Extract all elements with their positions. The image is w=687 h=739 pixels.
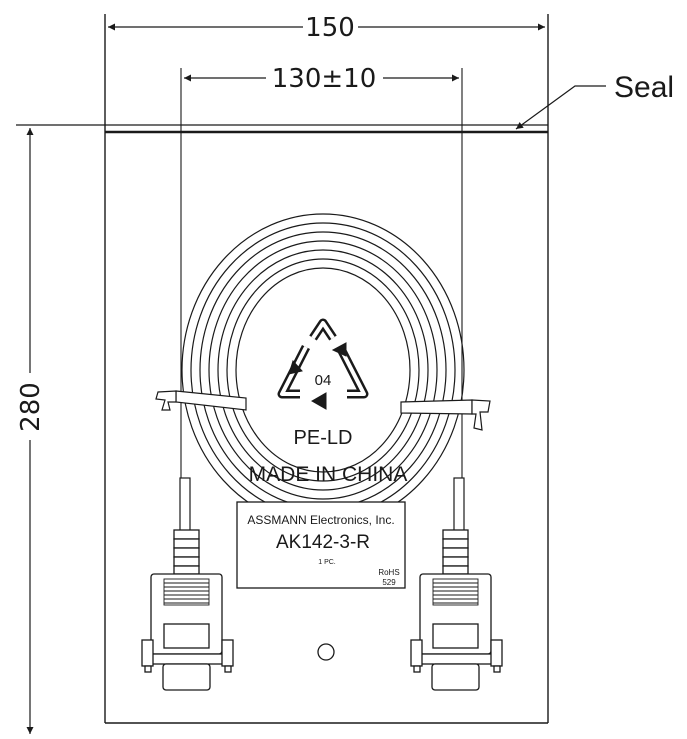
label-part-number: AK142-3-R: [276, 532, 370, 553]
label-quantity: 1 PC.: [318, 559, 336, 566]
thumbscrew-left-a: [141, 639, 154, 667]
material-label: PE-LD: [294, 427, 353, 449]
dimension-cable-width: 130±10: [180, 64, 463, 640]
label-rohs: RoHS: [378, 568, 399, 577]
thumbscrew-right-b: [490, 639, 503, 667]
recycle-arrows-icon: [277, 318, 369, 410]
origin-label: MADE IN CHINA: [249, 463, 408, 486]
label-rohs-code: 529: [382, 578, 396, 587]
strain-relief-left: [173, 529, 200, 575]
dimension-overall-width: 150: [108, 13, 545, 43]
connector-grip-left: [163, 578, 210, 606]
seal-leader-line: [515, 85, 606, 130]
connector-grip-right: [432, 578, 479, 606]
connector-window-right: [432, 623, 479, 649]
connector-left: [141, 529, 234, 691]
dimension-label-130: 130±10: [272, 64, 377, 94]
seal-callout: Seal: [515, 71, 674, 130]
hang-hole: [317, 643, 335, 661]
connector-right: [410, 529, 503, 691]
connector-shell-left: [162, 663, 211, 691]
dimension-label-150: 150: [305, 13, 355, 43]
thumbscrew-right-a: [410, 639, 423, 667]
connector-flange-right: [418, 653, 493, 665]
seal-label: Seal: [614, 71, 674, 104]
cable-coil: [181, 213, 465, 527]
cable-tie-left: [155, 390, 247, 411]
cable-tie-right: [400, 399, 491, 431]
connector-flange-left: [149, 653, 224, 665]
recycling-code: 04: [315, 372, 332, 389]
product-label: ASSMANN Electronics, Inc. AK142-3-R 1 PC…: [236, 501, 406, 589]
recycling-symbol: 04: [277, 318, 369, 410]
connector-shell-right: [431, 663, 480, 691]
thumbscrew-left-b: [221, 639, 234, 667]
label-manufacturer: ASSMANN Electronics, Inc.: [247, 513, 394, 527]
strain-relief-right: [442, 529, 469, 575]
product-label-box: [236, 501, 406, 589]
dimension-label-280: 280: [16, 382, 46, 432]
connector-window-left: [163, 623, 210, 649]
dimension-overall-height: 280: [16, 128, 46, 734]
